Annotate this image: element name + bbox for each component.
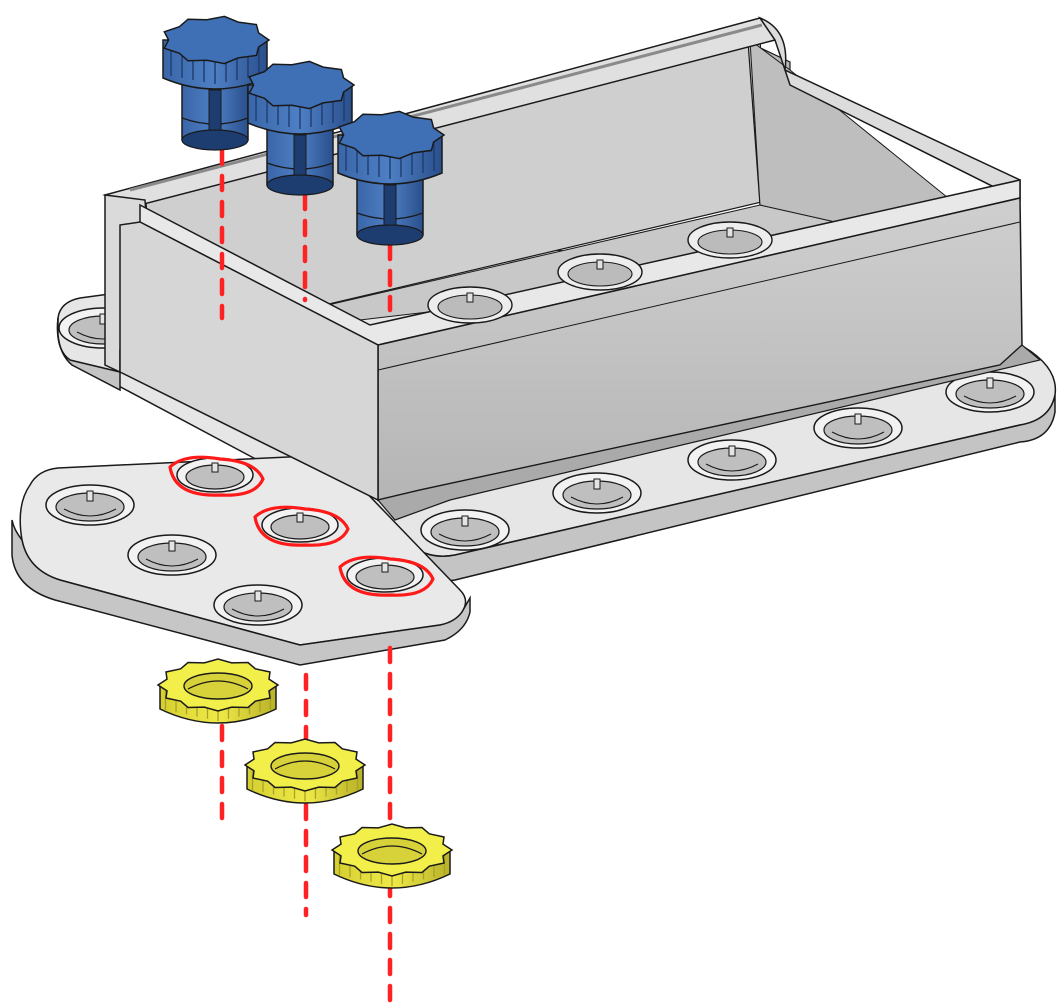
mounting-hole xyxy=(213,584,303,626)
mounting-hole xyxy=(813,407,903,449)
mounting-hole xyxy=(945,371,1035,413)
push-plug xyxy=(337,110,446,246)
base-plate-edge-left xyxy=(56,317,121,392)
floor-hole xyxy=(687,221,773,259)
push-plug xyxy=(247,60,356,196)
floor-hole xyxy=(557,253,643,291)
mounting-hole xyxy=(346,557,424,593)
lock-ring xyxy=(330,823,454,889)
mounting-hole xyxy=(176,457,254,493)
mounting-hole xyxy=(45,484,135,526)
tray-skirt xyxy=(376,344,1042,521)
tray-rim-right xyxy=(757,16,1021,202)
tray-left-face xyxy=(119,221,379,502)
tray-floor-holes xyxy=(427,221,773,324)
push-plug xyxy=(162,15,271,151)
lock-ring xyxy=(243,738,367,804)
base-plate-edge-front xyxy=(11,519,471,666)
mounting-hole xyxy=(127,534,217,576)
plate-holes xyxy=(45,307,1035,626)
floor-hole xyxy=(427,286,513,324)
mounting-hole xyxy=(687,439,777,481)
mounting-hole xyxy=(552,472,642,514)
highlighted-holes xyxy=(168,455,435,597)
hole-highlight xyxy=(338,555,435,597)
tray-rim-groove xyxy=(129,23,763,192)
hole-highlight xyxy=(253,505,350,547)
mounting-hole xyxy=(420,509,510,551)
push-plugs xyxy=(162,15,446,246)
alignment-guides xyxy=(219,147,393,1003)
tray-front-bevel xyxy=(377,221,1021,371)
hole-highlight xyxy=(168,455,265,497)
lock-ring xyxy=(156,658,280,724)
mounting-hole xyxy=(261,507,339,543)
lock-rings xyxy=(156,658,454,889)
